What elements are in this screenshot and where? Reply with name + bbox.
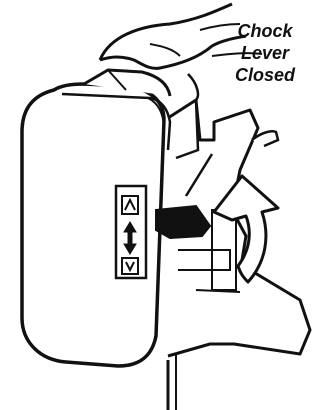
direction-arrows-icon [116,186,146,278]
device-housing [22,70,170,366]
callout-line-1: Chock [220,20,310,42]
callout-line-3: Closed [220,64,310,86]
callout-line-2: Lever [220,42,310,64]
pole [168,355,176,410]
callout-label: Chock Lever Closed [220,20,310,86]
